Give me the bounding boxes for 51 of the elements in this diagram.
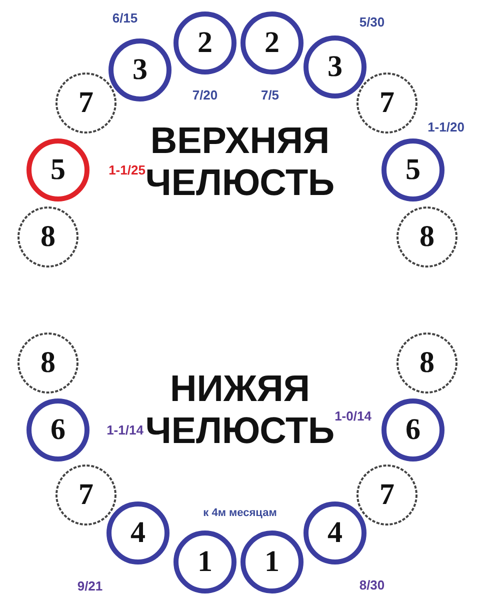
tooth-circle (395, 205, 459, 269)
eruption-time-label: 7/5 (260, 88, 280, 102)
tooth-number: 5 (50, 152, 66, 188)
tooth-number: 3 (132, 52, 148, 88)
eruption-time-label: 8/30 (359, 578, 385, 592)
tooth-circle (303, 501, 367, 565)
tooth-circle (106, 501, 170, 565)
tooth-circle (303, 35, 367, 99)
tooth-circle (16, 331, 80, 395)
eruption-time-label: 1-0/14 (334, 408, 372, 424)
tooth-number: 7 (378, 477, 396, 513)
tooth-circle (240, 11, 304, 75)
tooth-number: 2 (264, 25, 280, 61)
tooth-number: 4 (130, 515, 146, 551)
tooth-number: 7 (78, 85, 94, 121)
tooth-circle (381, 398, 445, 462)
tooth-circle (54, 463, 118, 527)
tooth-circle (173, 11, 237, 75)
tooth-number: 1 (196, 544, 214, 580)
tooth-circle (26, 138, 90, 202)
eruption-time-label: 5/30 (359, 14, 385, 30)
tooth-number: 8 (40, 345, 56, 381)
eruption-time-label: 7/20 (192, 88, 218, 102)
eruption-time-label: 1-1/20 (428, 120, 464, 134)
eruption-time-label: 9/21 (77, 578, 103, 594)
tooth-number: 2 (196, 25, 214, 61)
tooth-circle (240, 530, 304, 594)
eruption-time-label: 6/15 (112, 10, 138, 26)
eruption-time-label: 1-1/14 (106, 422, 144, 438)
tooth-number: 7 (78, 477, 94, 513)
tooth-circle (173, 530, 237, 594)
tooth-number: 8 (418, 345, 436, 381)
tooth-number: 5 (404, 152, 422, 188)
tooth-number: 1 (264, 544, 280, 580)
tooth-circle (355, 71, 419, 135)
tooth-circle (26, 398, 90, 462)
tooth-circle (108, 38, 172, 102)
tooth-number: 3 (326, 49, 344, 85)
tooth-number: 8 (40, 219, 56, 255)
tooth-number: 4 (326, 515, 344, 551)
tooth-circle (395, 331, 459, 395)
tooth-number: 7 (378, 85, 396, 121)
eruption-time-label: 1-1/25 (108, 162, 146, 178)
tooth-circle (355, 463, 419, 527)
tooth-circle (54, 71, 118, 135)
tooth-circle (16, 205, 80, 269)
tooth-number: 8 (418, 219, 436, 255)
tooth-number: 6 (50, 412, 66, 448)
tooth-circle (381, 138, 445, 202)
tooth-number: 6 (404, 412, 422, 448)
note-text: к 4м месяцам (203, 507, 277, 519)
